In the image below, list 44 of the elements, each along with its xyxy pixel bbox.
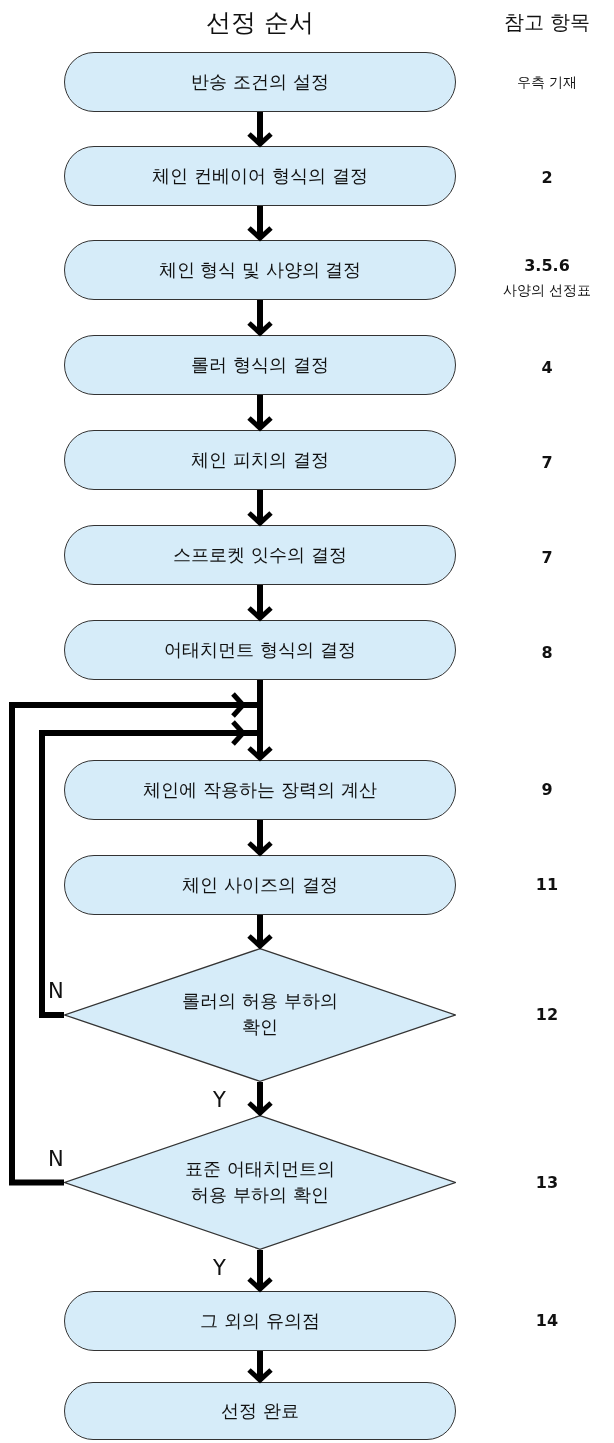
reference-number: 7 xyxy=(540,550,554,566)
reference-number: 4 xyxy=(540,360,554,376)
process-box: 체인에 작용하는 장력의 계산 xyxy=(64,760,456,820)
column-heading: 참고 항목 xyxy=(502,12,592,32)
diamond-label: 롤러의 허용 부하의 확인 xyxy=(181,989,339,1040)
reference-number: 8 xyxy=(540,645,554,661)
arrow xyxy=(246,395,274,431)
diamond-label: 표준 어태치먼트의 허용 부하의 확인 xyxy=(184,1156,336,1207)
heading: 선정 순서 xyxy=(205,7,315,39)
arrow xyxy=(246,300,274,336)
reference-number: 2 xyxy=(540,170,554,186)
reference-number: 11 xyxy=(534,877,560,893)
arrow xyxy=(246,1082,274,1116)
reference-number: 12 xyxy=(534,1007,560,1023)
process-box: 체인 컨베이어 형식의 결정 xyxy=(64,146,456,206)
edge-label: N xyxy=(48,979,64,1003)
process-box: 그 외의 유의점 xyxy=(64,1291,456,1351)
process-box: 체인 형식 및 사양의 결정 xyxy=(64,240,456,300)
reference-number: 9 xyxy=(540,782,554,798)
process-box: 체인 사이즈의 결정 xyxy=(64,855,456,915)
process-box: 반송 조건의 설정 xyxy=(64,52,456,112)
arrow xyxy=(246,820,274,856)
arrow xyxy=(246,915,274,949)
arrow xyxy=(246,680,274,761)
arrow xyxy=(246,206,274,241)
reference-number: 14 xyxy=(534,1313,560,1329)
reference-note: 사양의 선정표 xyxy=(501,283,593,297)
process-box: 체인 피치의 결정 xyxy=(64,430,456,490)
arrow xyxy=(246,585,274,621)
reference-number: 13 xyxy=(534,1175,560,1191)
reference-number: 7 xyxy=(540,455,554,471)
arrow xyxy=(246,1250,274,1292)
arrow xyxy=(246,112,274,147)
process-box: 스프로켓 잇수의 결정 xyxy=(64,525,456,585)
edge-label: N xyxy=(48,1146,64,1171)
process-box: 롤러 형식의 결정 xyxy=(64,335,456,395)
arrow xyxy=(246,490,274,526)
reference-number: 3.5.6 xyxy=(523,258,571,274)
reference-note: 우측 기재 xyxy=(515,75,579,89)
arrow xyxy=(246,1351,274,1383)
process-box: 어태치먼트 형식의 결정 xyxy=(64,620,456,680)
process-box: 선정 완료 xyxy=(64,1382,456,1440)
edge-label: Y xyxy=(213,1256,226,1280)
edge-label: Y xyxy=(213,1088,226,1112)
